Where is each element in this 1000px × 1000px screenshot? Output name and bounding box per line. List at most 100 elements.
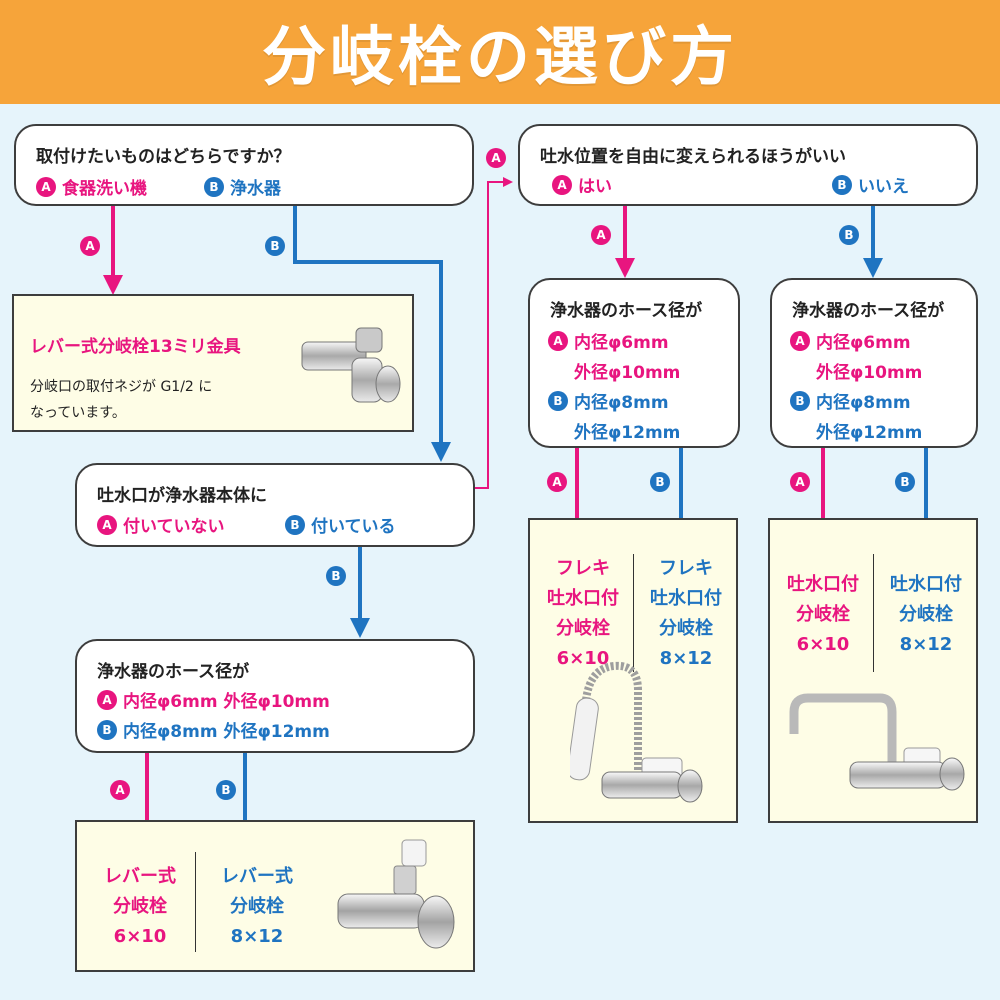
option-a-outer: 外径φ10mm xyxy=(574,363,681,383)
result-text: 吐水口付 xyxy=(787,574,859,595)
question-box-hose-diameter-flex: 浄水器のホース径が A 内径φ6mm 外径φ10mm B 内径φ8mm 外径φ1… xyxy=(528,278,740,448)
arrow-badge-a: A xyxy=(486,148,506,168)
option-a-outer: 外径φ10mm xyxy=(816,363,923,383)
arrow-badge-a: A xyxy=(110,780,130,800)
option-a-label: 食器洗い機 xyxy=(62,179,147,199)
result-text: 8×12 xyxy=(659,648,713,669)
result-option-a: レバー式 分岐栓 6×10 xyxy=(95,862,185,952)
badge-b-icon: B xyxy=(548,390,568,411)
option-a: A 付いていない xyxy=(97,512,225,537)
option-a: A 内径φ6mm xyxy=(548,328,669,353)
result-option-a: 吐水口付 分岐栓 6×10 xyxy=(774,570,872,660)
result-description-line: 分岐口の取付ネジが G1/2 に xyxy=(30,379,213,395)
faucet-valve-image xyxy=(337,839,455,949)
result-box-lever-13mm: レバー式分岐栓13ミリ金具 分岐口の取付ネジが G1/2 に なっています。 xyxy=(12,294,414,432)
arrow-badge-b: B xyxy=(895,472,915,492)
option-a: A 内径φ6mm 外径φ10mm xyxy=(97,687,330,712)
option-b-label: いいえ xyxy=(858,177,909,197)
arrow-badge-b: B xyxy=(839,225,859,245)
badge-b-icon: B xyxy=(285,514,305,535)
result-title: レバー式分岐栓13ミリ金具 xyxy=(30,337,241,357)
option-a-label: はい xyxy=(578,177,612,197)
badge-a-icon: A xyxy=(790,330,810,351)
option-b-outer: 外径φ12mm xyxy=(574,423,681,443)
result-text: 分岐栓 xyxy=(796,604,850,625)
result-option-b: レバー式 分岐栓 8×12 xyxy=(207,862,307,952)
result-text: 分岐栓 xyxy=(659,618,713,639)
result-divider xyxy=(195,852,196,952)
faucet-valve-image xyxy=(301,327,401,403)
option-b: B 付いている xyxy=(285,512,396,537)
badge-a-icon: A xyxy=(97,514,117,535)
result-box-flex-outlet-valve: フレキ 吐水口付 分岐栓 6×10 フレキ 吐水口付 分岐栓 8×12 xyxy=(528,518,738,823)
result-text: 分岐栓 xyxy=(230,896,284,917)
flexible-spout-faucet-image xyxy=(570,661,703,803)
result-divider xyxy=(633,554,634,672)
result-text: 8×12 xyxy=(230,926,284,947)
badge-b-icon: B xyxy=(204,176,224,197)
result-description: 分岐口の取付ネジが G1/2 に なっています。 xyxy=(30,374,212,426)
option-b-label: 内径φ8mm 外径φ12mm xyxy=(123,722,330,742)
result-text: 8×12 xyxy=(899,634,953,655)
result-box-lever-valve: レバー式 分岐栓 6×10 レバー式 分岐栓 8×12 xyxy=(75,820,475,972)
question-text: 浄水器のホース径が xyxy=(97,662,250,682)
question-box-hose-diameter: 浄水器のホース径が A 内径φ6mm 外径φ10mm B 内径φ8mm 外径φ1… xyxy=(75,639,475,753)
arrow-q2-a xyxy=(472,177,513,489)
option-a-label: 内径φ6mm xyxy=(574,333,669,353)
arrow-badge-b: B xyxy=(650,472,670,492)
question-text: 吐水口が浄水器本体に xyxy=(97,486,267,506)
arrow-badge-a: A xyxy=(547,472,567,492)
question-text: 浄水器のホース径が xyxy=(550,301,703,321)
option-a-label: 内径φ6mm xyxy=(816,333,911,353)
result-option-b: 吐水口付 分岐栓 8×12 xyxy=(876,570,976,660)
result-option-b: フレキ 吐水口付 分岐栓 8×12 xyxy=(636,554,736,674)
page-title: 分岐栓の選び方 xyxy=(262,21,738,95)
result-text: フレキ xyxy=(556,558,610,579)
badge-a-icon: A xyxy=(548,330,568,351)
result-text: 6×10 xyxy=(796,634,850,655)
result-option-a: フレキ 吐水口付 分岐栓 6×10 xyxy=(534,554,632,674)
option-b: B 内径φ8mm 外径φ12mm xyxy=(97,717,330,742)
result-text: 吐水口付 xyxy=(890,574,962,595)
option-a-label: 付いていない xyxy=(123,517,225,537)
result-box-outlet-valve: 吐水口付 分岐栓 6×10 吐水口付 分岐栓 8×12 xyxy=(768,518,978,823)
badge-b-icon: B xyxy=(97,719,117,740)
option-b-label: 付いている xyxy=(311,517,396,537)
fixed-spout-faucet-image xyxy=(789,693,965,791)
result-text: 6×10 xyxy=(113,926,167,947)
question-box-outlet-attached: 吐水口が浄水器本体に A 付いていない B 付いている xyxy=(75,463,475,547)
result-text: フレキ xyxy=(659,558,713,579)
question-text: 取付けたいものはどちらですか？ xyxy=(36,147,291,167)
option-a: A はい xyxy=(552,172,612,197)
result-text: 分岐栓 xyxy=(113,896,167,917)
question-box-hose-diameter-fixed: 浄水器のホース径が A 内径φ6mm 外径φ10mm B 内径φ8mm 外径φ1… xyxy=(770,278,978,448)
option-b: B いいえ xyxy=(832,172,909,197)
result-divider xyxy=(873,554,874,672)
result-description-line: なっています。 xyxy=(30,405,126,421)
option-b-outer: 外径φ12mm xyxy=(816,423,923,443)
option-a-label: 内径φ6mm 外径φ10mm xyxy=(123,692,330,712)
question-box-outlet-position: 吐水位置を自由に変えられるほうがいい A はい B いいえ xyxy=(518,124,978,206)
result-text: 分岐栓 xyxy=(556,618,610,639)
arrow-badge-b: B xyxy=(326,566,346,586)
arrow-badge-a: A xyxy=(80,236,100,256)
result-text: レバー式 xyxy=(221,866,293,887)
arrow-badge-b: B xyxy=(216,780,236,800)
badge-a-icon: A xyxy=(97,689,117,710)
header-banner: 分岐栓の選び方 xyxy=(0,0,1000,104)
option-b-label: 内径φ8mm xyxy=(574,393,669,413)
option-b: B 浄水器 xyxy=(204,174,281,199)
question-text: 浄水器のホース径が xyxy=(792,301,945,321)
question-box-install-target: 取付けたいものはどちらですか？ A 食器洗い機 B 浄水器 xyxy=(14,124,474,206)
arrow-q1-b xyxy=(293,205,451,462)
result-text: 吐水口付 xyxy=(650,588,722,609)
badge-a-icon: A xyxy=(36,176,56,197)
option-b: B 内径φ8mm xyxy=(790,388,911,413)
option-a: A 食器洗い機 xyxy=(36,174,147,199)
badge-b-icon: B xyxy=(790,390,810,411)
badge-b-icon: B xyxy=(832,174,852,195)
arrow-badge-a: A xyxy=(591,225,611,245)
result-text: 6×10 xyxy=(556,648,610,669)
badge-a-icon: A xyxy=(552,174,572,195)
